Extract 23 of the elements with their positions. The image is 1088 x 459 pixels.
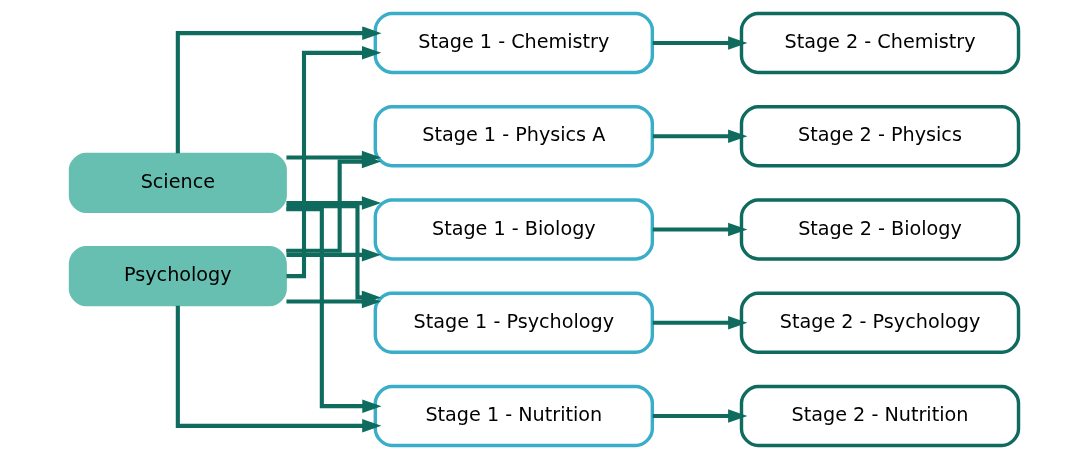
arrow bbox=[286, 248, 382, 262]
node-box: Stage 2 - Physics bbox=[739, 105, 1021, 168]
arrow bbox=[286, 294, 382, 309]
node-box: Stage 1 - Physics A bbox=[373, 105, 655, 168]
node-box: Stage 2 - Chemistry bbox=[739, 11, 1021, 75]
node-box: Stage 2 - Nutrition bbox=[739, 384, 1021, 448]
node-box: Psychology bbox=[68, 245, 287, 307]
arrow bbox=[652, 36, 748, 50]
arrow bbox=[652, 129, 748, 143]
arrow bbox=[286, 196, 382, 210]
node-box: Stage 1 - Chemistry bbox=[373, 11, 655, 75]
arrow bbox=[652, 409, 748, 423]
arrow bbox=[652, 222, 748, 237]
node-box: Stage 1 - Biology bbox=[373, 198, 655, 261]
arrow bbox=[175, 305, 382, 433]
node-box: Stage 2 - Biology bbox=[739, 198, 1021, 261]
node-box: Stage 2 - Psychology bbox=[739, 291, 1021, 354]
arrow bbox=[286, 154, 382, 253]
node-box: Stage 1 - Nutrition bbox=[373, 384, 655, 448]
node-box: Science bbox=[68, 152, 287, 214]
arrow bbox=[175, 26, 382, 154]
arrow bbox=[652, 316, 748, 330]
node-box: Stage 1 - Psychology bbox=[373, 291, 655, 354]
